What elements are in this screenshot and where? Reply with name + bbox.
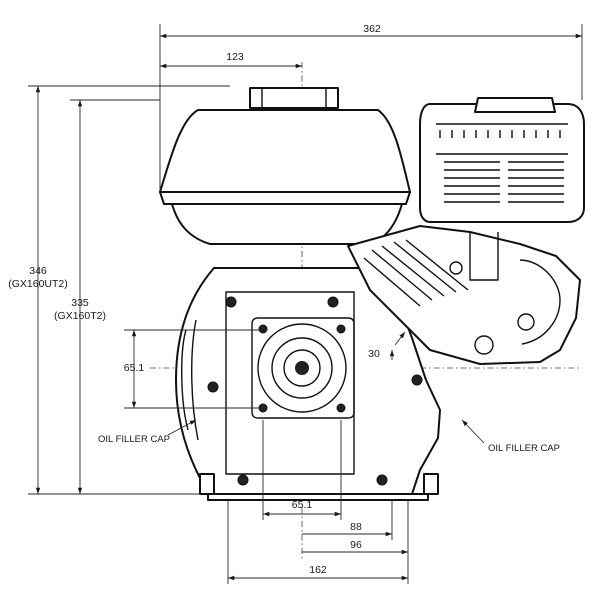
- dim-height-ut2-model: (GX160UT2): [8, 278, 68, 290]
- recoil-starter: [419, 97, 585, 223]
- dim-fuel-tank-offset: 123: [226, 51, 244, 63]
- dim-shaft-height: 65.1: [124, 362, 145, 374]
- fuel-tank: [159, 87, 411, 245]
- dimension-lines: [28, 24, 583, 584]
- label-oil-filler-cap-left: OIL FILLER CAP: [98, 434, 170, 445]
- dim-base-96: 96: [350, 539, 362, 551]
- dim-base-88: 88: [350, 521, 362, 533]
- dim-base-width: 162: [309, 564, 327, 576]
- dim-height-t2-model: (GX160T2): [54, 310, 106, 322]
- engine-outline: [159, 87, 585, 501]
- dim-base-shaft-offset: 65.1: [292, 499, 313, 511]
- dim-height-ut2-value: 346: [29, 265, 47, 277]
- crankcase: [175, 267, 441, 495]
- label-oil-filler-cap-right: OIL FILLER CAP: [488, 443, 560, 454]
- dim-height-t2-value: 335: [71, 297, 89, 309]
- dim-overall-width: 362: [363, 23, 381, 35]
- dim-angle: 30: [368, 348, 380, 360]
- cylinder-head: [347, 225, 581, 365]
